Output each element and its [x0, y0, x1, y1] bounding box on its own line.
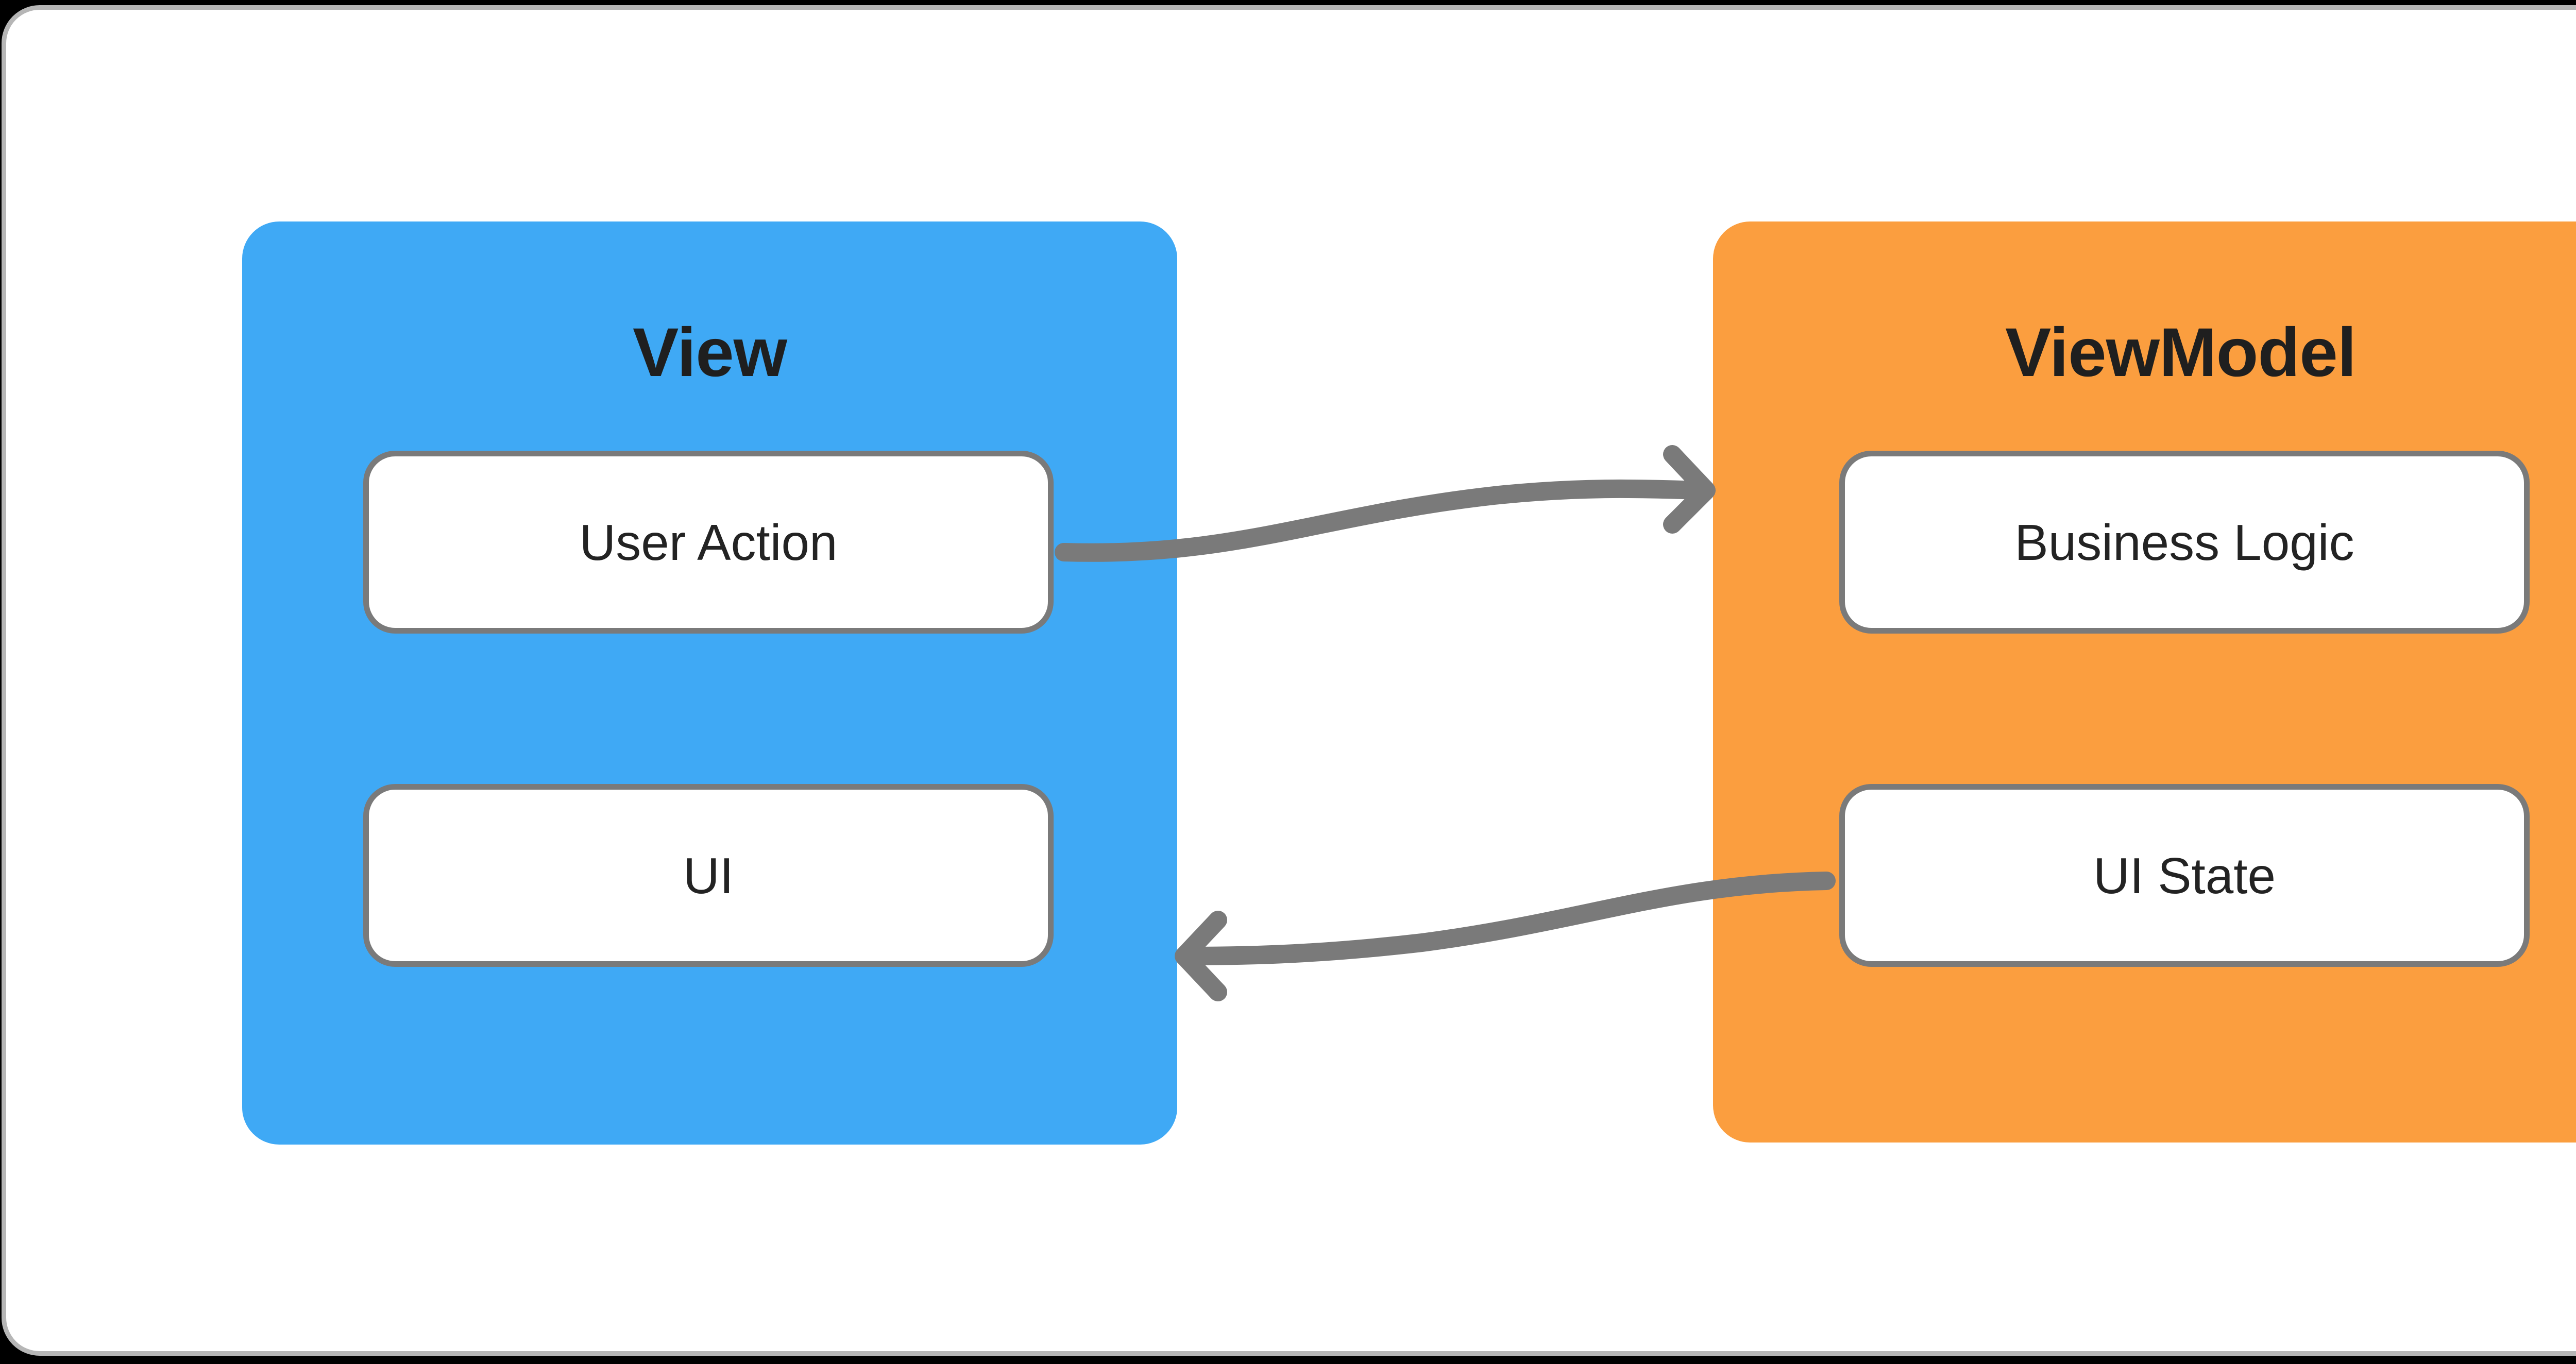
node-user-action[interactable]: User Action	[363, 451, 1054, 634]
arrow-head-right-icon	[1663, 445, 1716, 534]
node-business-logic-label: Business Logic	[2014, 514, 2354, 571]
node-user-action-label: User Action	[579, 514, 838, 571]
arrow-head-left-icon	[1175, 911, 1227, 1001]
node-ui-label: UI	[683, 847, 734, 904]
panel-view-title: View	[633, 314, 787, 391]
node-ui-state[interactable]: UI State	[1839, 784, 2530, 967]
node-ui-state-label: UI State	[2093, 847, 2276, 904]
panel-viewmodel-title: ViewModel	[2005, 314, 2357, 391]
node-ui[interactable]: UI	[363, 784, 1054, 967]
panel-view[interactable]: View User Action UI	[242, 221, 1177, 1145]
panel-viewmodel[interactable]: ViewModel Business Logic UI State	[1713, 221, 2576, 1143]
node-business-logic[interactable]: Business Logic	[1839, 451, 2530, 634]
